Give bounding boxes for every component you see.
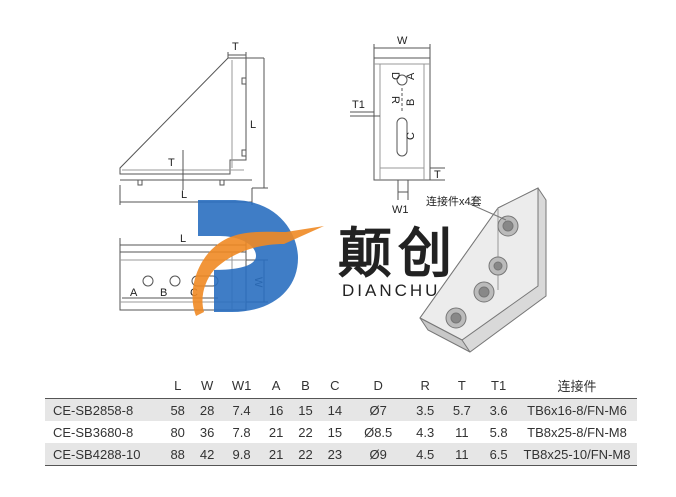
table-header-row: L W W1 A B C D R T T1 连接件 — [45, 372, 637, 399]
brand-logo: 颠创 DIANCHUANG — [192, 200, 483, 316]
header-c: C — [320, 372, 350, 399]
header-a: A — [261, 372, 291, 399]
cell-model: CE-SB4288-10 — [45, 443, 163, 466]
cell-t1: 5.8 — [489, 424, 508, 440]
cell-t: 5.7 — [443, 398, 481, 421]
header-b: B — [290, 372, 321, 399]
cell-l: 80 — [170, 424, 185, 440]
header-w: W — [192, 372, 222, 399]
dim-a: A — [405, 72, 417, 80]
cell-l: 58 — [163, 398, 193, 421]
cell-l: 88 — [163, 443, 193, 466]
cell-a: 21 — [268, 424, 284, 440]
cell-connector: TB8x25-10/FN-M8 — [517, 443, 637, 466]
cell-w: 28 — [192, 398, 222, 421]
header-d: D — [349, 372, 407, 399]
cell-a: 16 — [261, 398, 291, 421]
dim-l-plan: L — [180, 233, 186, 245]
dim-l-bottom: L — [181, 189, 187, 201]
dim-t-front: T — [434, 169, 441, 181]
cell-model: CE-SB3680-8 — [53, 424, 134, 440]
header-connector: 连接件 — [517, 372, 637, 399]
table-row: CE-SB4288-10 88 42 9.8 21 22 23 Ø9 4.5 1… — [45, 443, 637, 466]
cell-c: 15 — [327, 424, 343, 440]
header-t1: T1 — [480, 372, 517, 399]
header-t: T — [443, 372, 481, 399]
cell-t1: 6.5 — [480, 443, 517, 466]
logo-d-mark — [198, 200, 298, 312]
cell-r: 3.5 — [406, 398, 444, 421]
logo-swoosh — [192, 226, 324, 316]
connector-callout: 连接件x4套 — [426, 195, 482, 208]
cell-t: 11 — [443, 443, 481, 466]
cell-w: 36 — [199, 424, 215, 440]
cell-r: 4.3 — [416, 424, 435, 440]
cell-model: CE-SB2858-8 — [45, 398, 163, 421]
dim-w-top: W — [397, 35, 408, 47]
dim-l-side: L — [250, 119, 256, 131]
technical-drawing: T L T L W D A R B C T1 T W1 — [119, 35, 547, 353]
dim-t-inner: T — [168, 157, 175, 169]
cell-w1: 7.4 — [221, 398, 262, 421]
cell-d: Ø9 — [349, 443, 407, 466]
product-3d-view — [419, 187, 547, 353]
dim-t-top: T — [232, 41, 239, 53]
side-view — [119, 52, 268, 205]
cell-b: 22 — [298, 424, 313, 440]
cell-w1: 9.8 — [221, 443, 262, 466]
dim-b-plan: B — [160, 287, 167, 299]
cell-connector: TB8x25-8/FN-M8 — [527, 424, 627, 440]
front-view — [350, 44, 445, 200]
header-l: L — [163, 372, 193, 399]
dim-d: D — [389, 72, 401, 80]
cell-t: 11 — [455, 424, 469, 440]
header-model — [45, 372, 163, 399]
dim-b: B — [405, 99, 417, 106]
header-w1: W1 — [221, 372, 262, 399]
cell-w: 42 — [192, 443, 222, 466]
cell-c: 14 — [320, 398, 350, 421]
table-row: CE-SB3680-8 80 36 7.8 21 22 15 Ø8.5 4.3 … — [45, 421, 637, 443]
dim-t1: T1 — [352, 99, 365, 111]
dim-a-plan: A — [130, 287, 138, 299]
cell-connector: TB6x16-8/FN-M6 — [517, 398, 637, 421]
cell-r: 4.5 — [406, 443, 444, 466]
dim-c: C — [405, 132, 417, 140]
spec-table: L W W1 A B C D R T T1 连接件 CE-SB2858-8 58… — [45, 372, 637, 466]
cell-a: 21 — [261, 443, 291, 466]
cell-w1: 7.8 — [232, 424, 251, 440]
cell-d: Ø7 — [349, 398, 407, 421]
cell-b: 15 — [290, 398, 321, 421]
table-row: CE-SB2858-8 58 28 7.4 16 15 14 Ø7 3.5 5.… — [45, 398, 637, 421]
dim-r: R — [389, 96, 401, 104]
header-r: R — [406, 372, 444, 399]
cell-t1: 3.6 — [480, 398, 517, 421]
cell-d: Ø8.5 — [364, 424, 393, 440]
cell-b: 22 — [290, 443, 321, 466]
logo-brand-cn: 颠创 — [338, 224, 458, 284]
cell-c: 23 — [320, 443, 350, 466]
dim-w1: W1 — [392, 204, 409, 216]
